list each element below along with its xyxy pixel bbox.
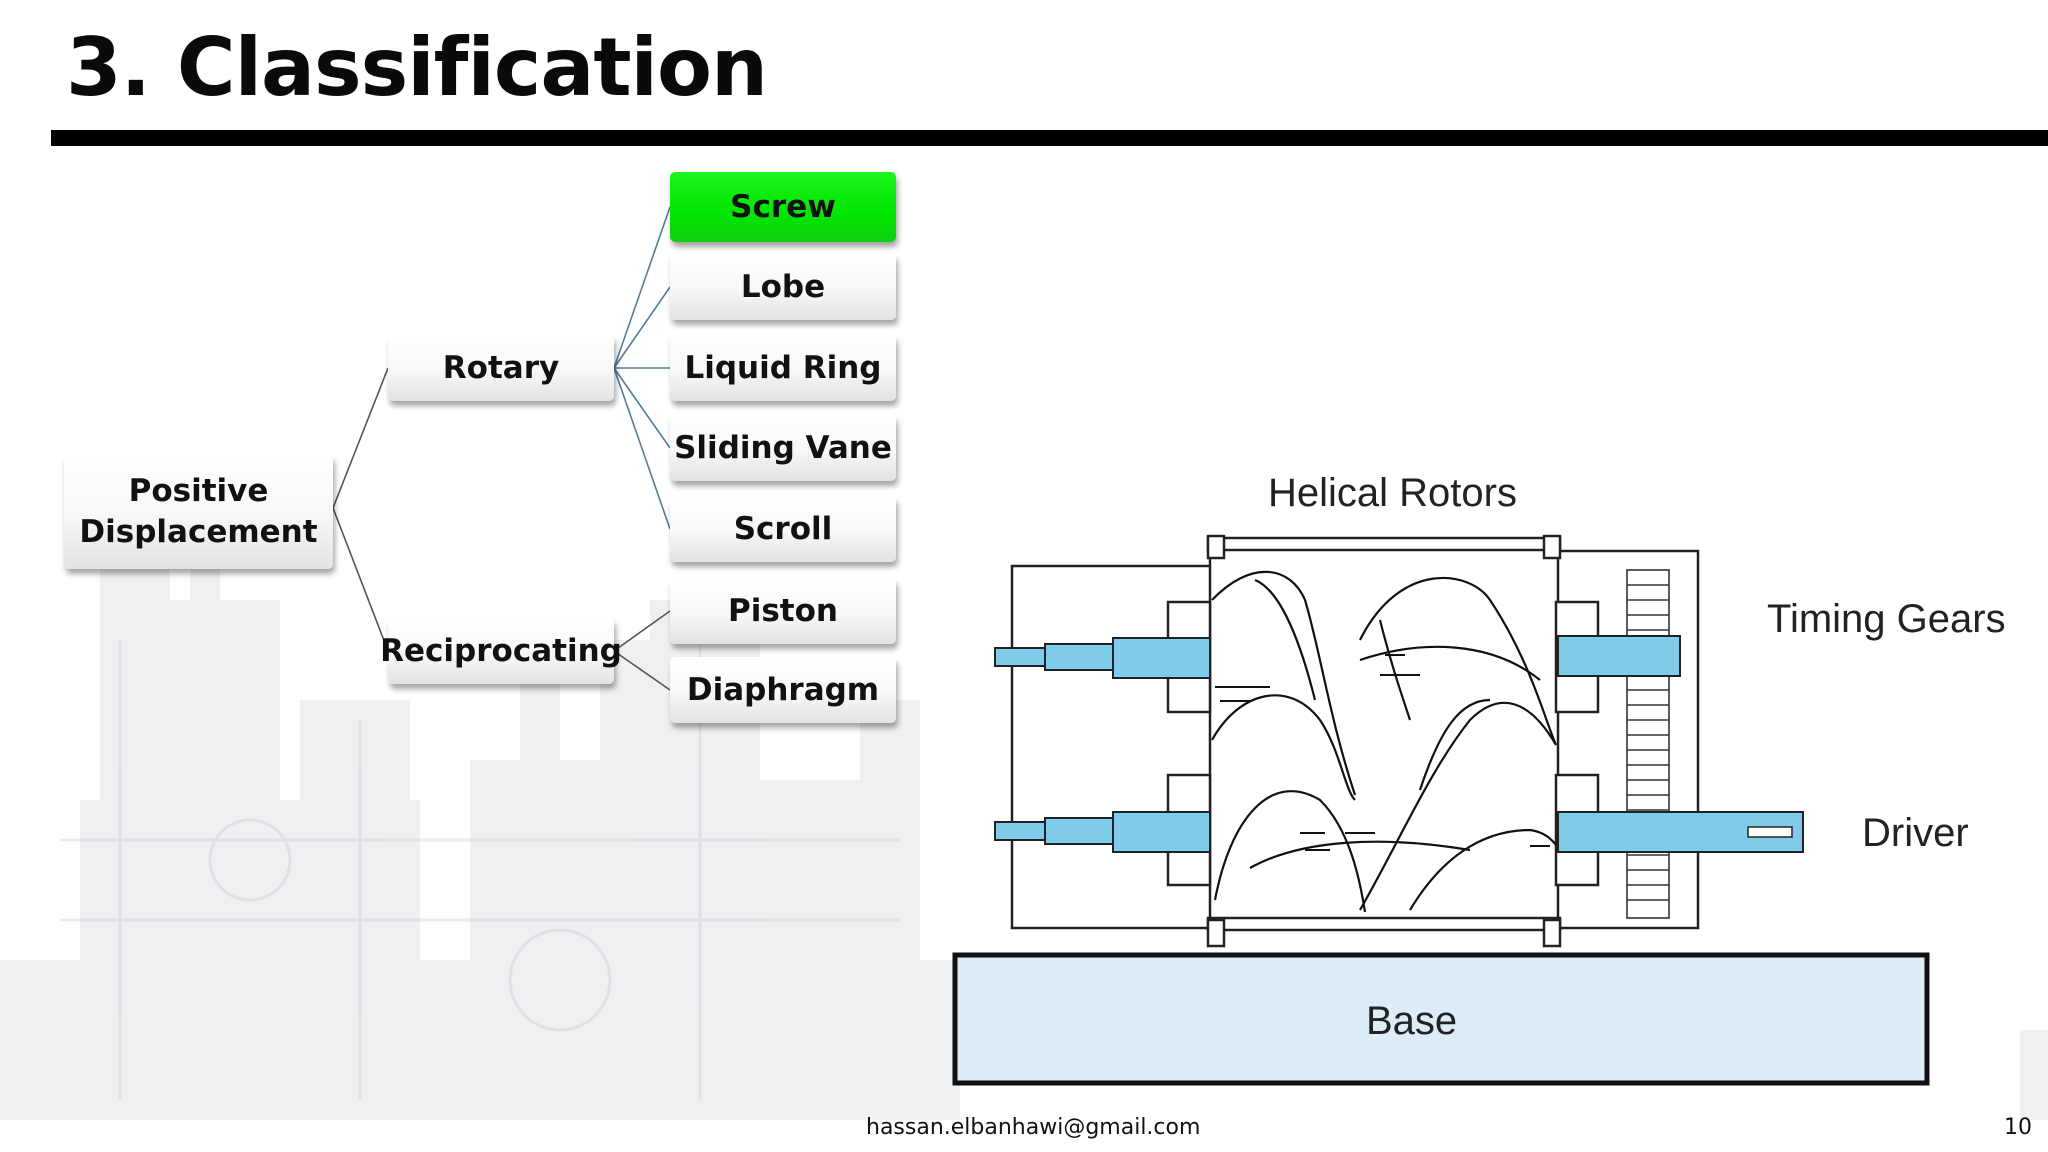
right-shaft-upper (1557, 635, 1681, 677)
left-shaft-upper-tip (994, 647, 1046, 667)
node-sliding-vane: Sliding Vane (670, 415, 896, 481)
node-reciprocating: Reciprocating (380, 618, 622, 684)
connector-rotary-scroll (613, 367, 671, 530)
connector-rotary-lobe (613, 286, 671, 369)
left-shaft-upper-mid (1044, 643, 1114, 671)
node-diaphragm: Diaphragm (670, 657, 896, 723)
node-scroll: Scroll (670, 496, 896, 562)
connector-rotary-screw (613, 206, 671, 369)
footer-email: hassan.elbanhawi@gmail.com (866, 1115, 1201, 1140)
helical-rotors (1211, 570, 1558, 913)
node-screw: Screw (670, 172, 896, 242)
timing-gears-stack (1626, 569, 1670, 919)
label-helical-rotors: Helical Rotors (1268, 471, 1517, 515)
node-positive-displacement: Positive Displacement (64, 455, 333, 569)
left-shaft-lower-tip (994, 821, 1046, 841)
rotor-casing (1208, 546, 1560, 922)
connector-rotary-sliding-vane (613, 367, 671, 449)
slide-title: 3. Classification (66, 21, 768, 114)
node-piston: Piston (670, 578, 896, 644)
page-number: 10 (2004, 1115, 2032, 1140)
connector-root-reciprocating (332, 507, 389, 652)
left-shaft-upper (1112, 637, 1211, 679)
node-rotary: Rotary (388, 335, 614, 401)
label-timing-gears: Timing Gears (1767, 597, 2006, 641)
connector-recip-diaphragm (613, 650, 671, 691)
left-shaft-lower-mid (1044, 817, 1114, 845)
title-divider (51, 130, 2048, 146)
node-liquid-ring: Liquid Ring (670, 335, 896, 401)
node-lobe: Lobe (670, 254, 896, 320)
connector-recip-piston (613, 610, 671, 652)
connector-root-rotary (332, 367, 389, 509)
left-shaft-lower (1112, 811, 1211, 853)
label-driver: Driver (1862, 811, 1969, 855)
base-block (952, 952, 1930, 1086)
label-base: Base (1366, 999, 1458, 1043)
